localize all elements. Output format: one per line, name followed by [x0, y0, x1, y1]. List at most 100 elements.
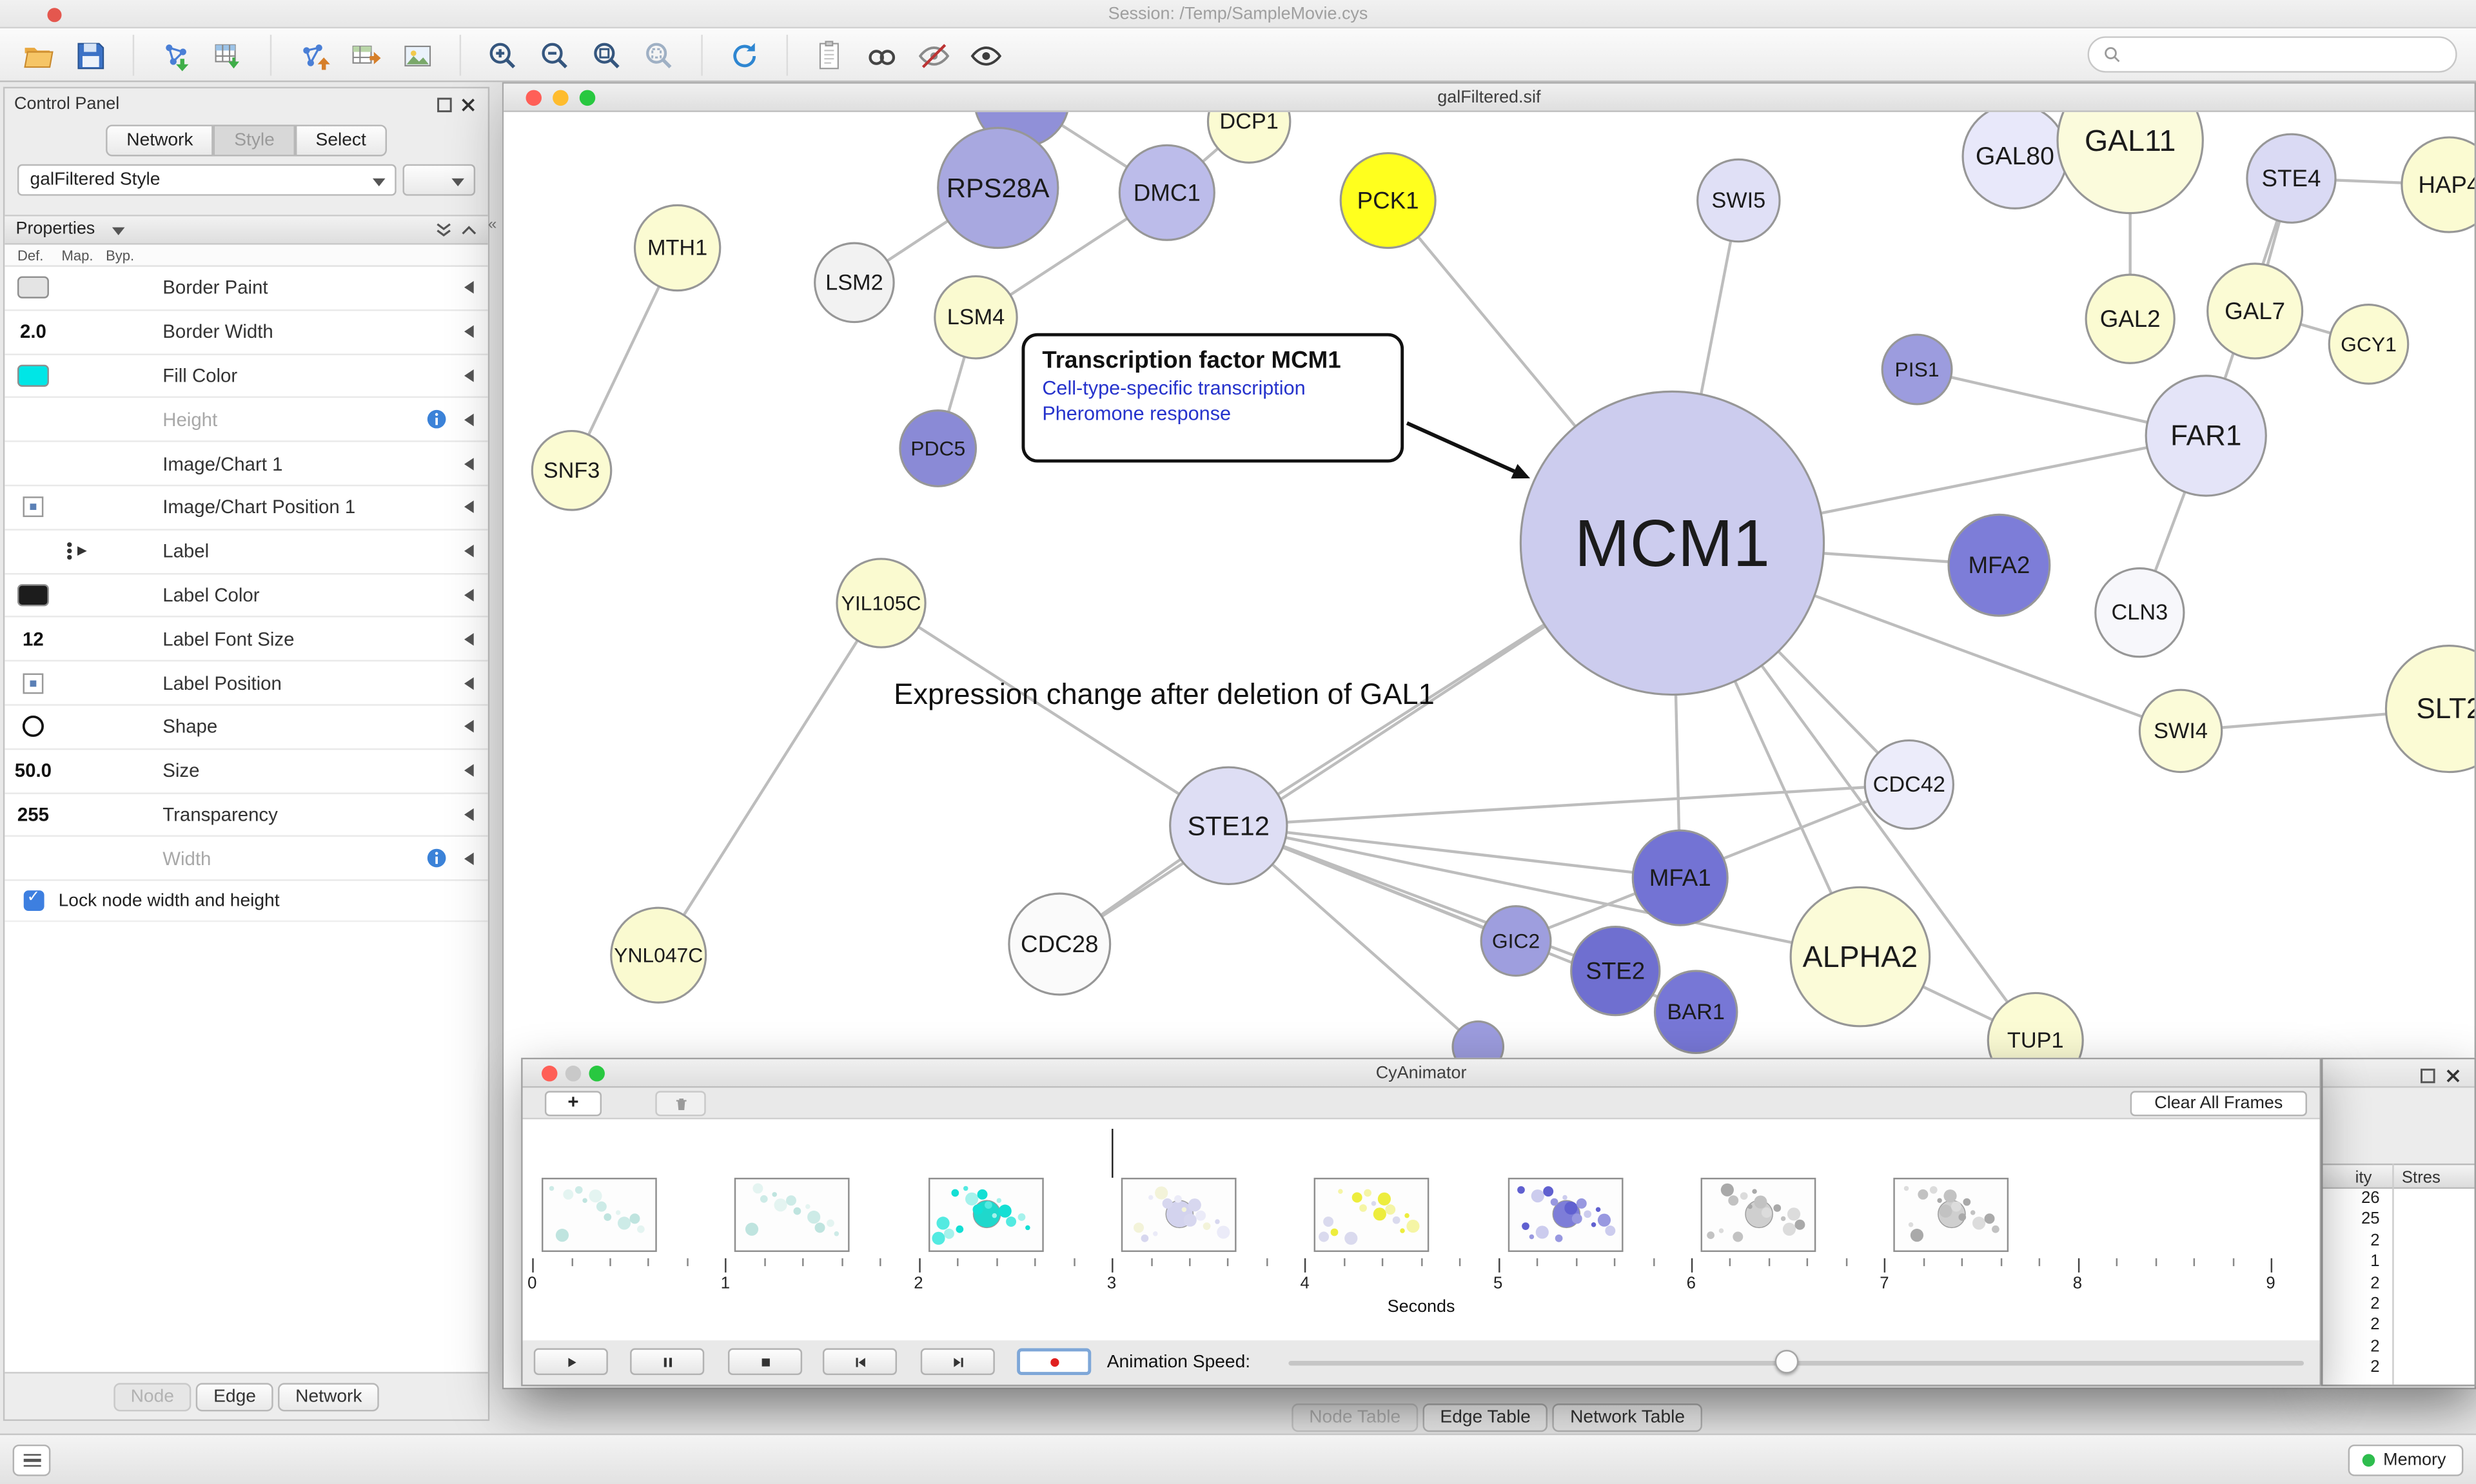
table-row[interactable]: 2 — [2370, 1231, 2380, 1251]
network-edge[interactable] — [657, 602, 883, 956]
network-node-bar1[interactable] — [1653, 970, 1738, 1055]
network-node-yil105c[interactable] — [836, 558, 927, 649]
network-node-gcy1[interactable] — [2328, 304, 2410, 385]
table-row[interactable]: 2 — [2370, 1315, 2380, 1335]
network-edge[interactable] — [1228, 824, 1861, 959]
property-row-label[interactable]: Label — [5, 530, 488, 574]
export-image-icon[interactable] — [397, 35, 439, 76]
frame-thumbnail-6[interactable] — [1700, 1177, 1816, 1253]
network-node-ste12[interactable] — [1169, 766, 1288, 886]
network-node-dcp1[interactable] — [1206, 112, 1292, 164]
minimize-traffic-icon[interactable] — [553, 90, 569, 106]
results-panel-titlebar[interactable] — [2323, 1059, 2475, 1088]
pause-button[interactable] — [630, 1348, 705, 1376]
export-table-icon[interactable] — [344, 35, 387, 76]
close-panel-icon[interactable] — [460, 96, 477, 113]
zoom-in-icon[interactable] — [482, 35, 524, 76]
panel-collapse-handle[interactable]: « — [487, 216, 497, 234]
annotation-box[interactable]: Transcription factor MCM1 Cell-type-spec… — [1021, 333, 1404, 463]
expand-arrow-icon[interactable] — [464, 325, 474, 338]
property-row-fill-color[interactable]: Fill Color — [5, 355, 488, 399]
skip-end-button[interactable] — [920, 1348, 995, 1376]
tab-edge-table[interactable]: Edge Table — [1422, 1403, 1548, 1432]
panel-menu-button[interactable] — [12, 1444, 51, 1476]
zoom-out-icon[interactable] — [534, 35, 576, 76]
stop-button[interactable] — [727, 1348, 803, 1376]
expand-arrow-icon[interactable] — [464, 413, 474, 426]
property-row-shape[interactable]: Shape — [5, 706, 488, 750]
lock-node-size-row[interactable]: Lock node width and height — [5, 881, 488, 923]
add-frame-button[interactable]: + — [544, 1091, 602, 1117]
search-network-icon[interactable] — [861, 35, 903, 76]
close-traffic-icon[interactable] — [542, 1066, 558, 1082]
expand-arrow-icon[interactable] — [464, 852, 474, 865]
network-node-snf3[interactable] — [531, 429, 613, 511]
expand-arrow-icon[interactable] — [464, 808, 474, 821]
network-node-gal11[interactable] — [2056, 112, 2204, 215]
search-input[interactable] — [2087, 36, 2457, 73]
network-node-swi5[interactable] — [1696, 158, 1781, 243]
expand-arrow-icon[interactable] — [464, 545, 474, 558]
network-node-mfa1[interactable] — [1631, 829, 1729, 926]
expand-arrow-icon[interactable] — [464, 632, 474, 646]
properties-header[interactable]: Properties — [5, 216, 488, 245]
frame-thumbnail-2[interactable] — [928, 1177, 1043, 1253]
clear-all-frames-button[interactable]: Clear All Frames — [2130, 1091, 2307, 1117]
network-edge[interactable] — [1228, 783, 1909, 828]
expand-arrow-icon[interactable] — [464, 676, 474, 690]
property-row-height[interactable]: Height — [5, 398, 488, 443]
network-window-titlebar[interactable]: galFiltered.sif — [504, 83, 2475, 112]
tab-network-table[interactable]: Network Table — [1553, 1403, 1702, 1432]
network-node-far1[interactable] — [2145, 375, 2267, 497]
playhead[interactable] — [1112, 1129, 1114, 1178]
network-node-pck1[interactable] — [1339, 151, 1437, 249]
network-node-pis1[interactable] — [1881, 333, 1953, 405]
refresh-icon[interactable] — [723, 35, 766, 76]
tab-node[interactable]: Node — [113, 1382, 192, 1411]
table-row[interactable]: 1 — [2370, 1252, 2380, 1271]
network-node-pdc5[interactable] — [899, 409, 978, 487]
network-node-ynl047c[interactable] — [610, 906, 707, 1004]
property-row-label-color[interactable]: Label Color — [5, 574, 488, 618]
delete-frame-button[interactable] — [655, 1091, 706, 1117]
frame-thumbnail-1[interactable] — [734, 1177, 850, 1253]
property-row-image-chart-1[interactable]: Image/Chart 1 — [5, 442, 488, 487]
open-icon[interactable] — [17, 35, 60, 76]
skip-start-button[interactable] — [822, 1348, 898, 1376]
table-row[interactable]: 2 — [2370, 1273, 2380, 1293]
property-row-border-paint[interactable]: Border Paint — [5, 267, 488, 311]
network-node-dmc1[interactable] — [1118, 144, 1215, 241]
table-row[interactable]: 2 — [2370, 1336, 2380, 1356]
network-node-gal7[interactable] — [2206, 262, 2304, 360]
network-edge[interactable] — [880, 601, 1230, 827]
color-swatch[interactable] — [17, 277, 49, 299]
frame-thumbnail-7[interactable] — [1894, 1177, 2009, 1253]
style-options-button[interactable] — [402, 164, 476, 196]
zoom-traffic-icon[interactable] — [579, 90, 596, 106]
expand-arrow-icon[interactable] — [464, 764, 474, 777]
network-node-cln3[interactable] — [2094, 567, 2185, 658]
close-traffic-icon[interactable] — [526, 90, 542, 106]
close-panel-icon[interactable] — [2444, 1068, 2462, 1085]
style-dropdown[interactable]: galFiltered Style — [17, 164, 397, 196]
import-table-icon[interactable] — [207, 35, 250, 76]
checkbox-checked-icon[interactable] — [23, 889, 44, 912]
property-row-label-position[interactable]: Label Position — [5, 662, 488, 706]
import-network-icon[interactable] — [155, 35, 197, 76]
expand-arrow-icon[interactable] — [464, 281, 474, 295]
tab-node-table[interactable]: Node Table — [1292, 1403, 1419, 1432]
network-node-mfa2[interactable] — [1947, 513, 2051, 617]
network-node-ste4[interactable] — [2246, 133, 2337, 224]
table-row[interactable]: 2 — [2370, 1358, 2380, 1377]
tab-network[interactable]: Network — [106, 124, 214, 157]
network-node-lsm4[interactable] — [934, 275, 1018, 360]
network-node-cdc28[interactable] — [1008, 892, 1112, 996]
zoom-selected-icon[interactable] — [638, 35, 680, 76]
property-row-image-chart-position-1[interactable]: Image/Chart Position 1 — [5, 486, 488, 531]
network-node-lsm2[interactable] — [814, 242, 895, 324]
network-node-rps28a[interactable] — [937, 126, 1059, 249]
speed-slider-thumb[interactable] — [1774, 1349, 1799, 1374]
